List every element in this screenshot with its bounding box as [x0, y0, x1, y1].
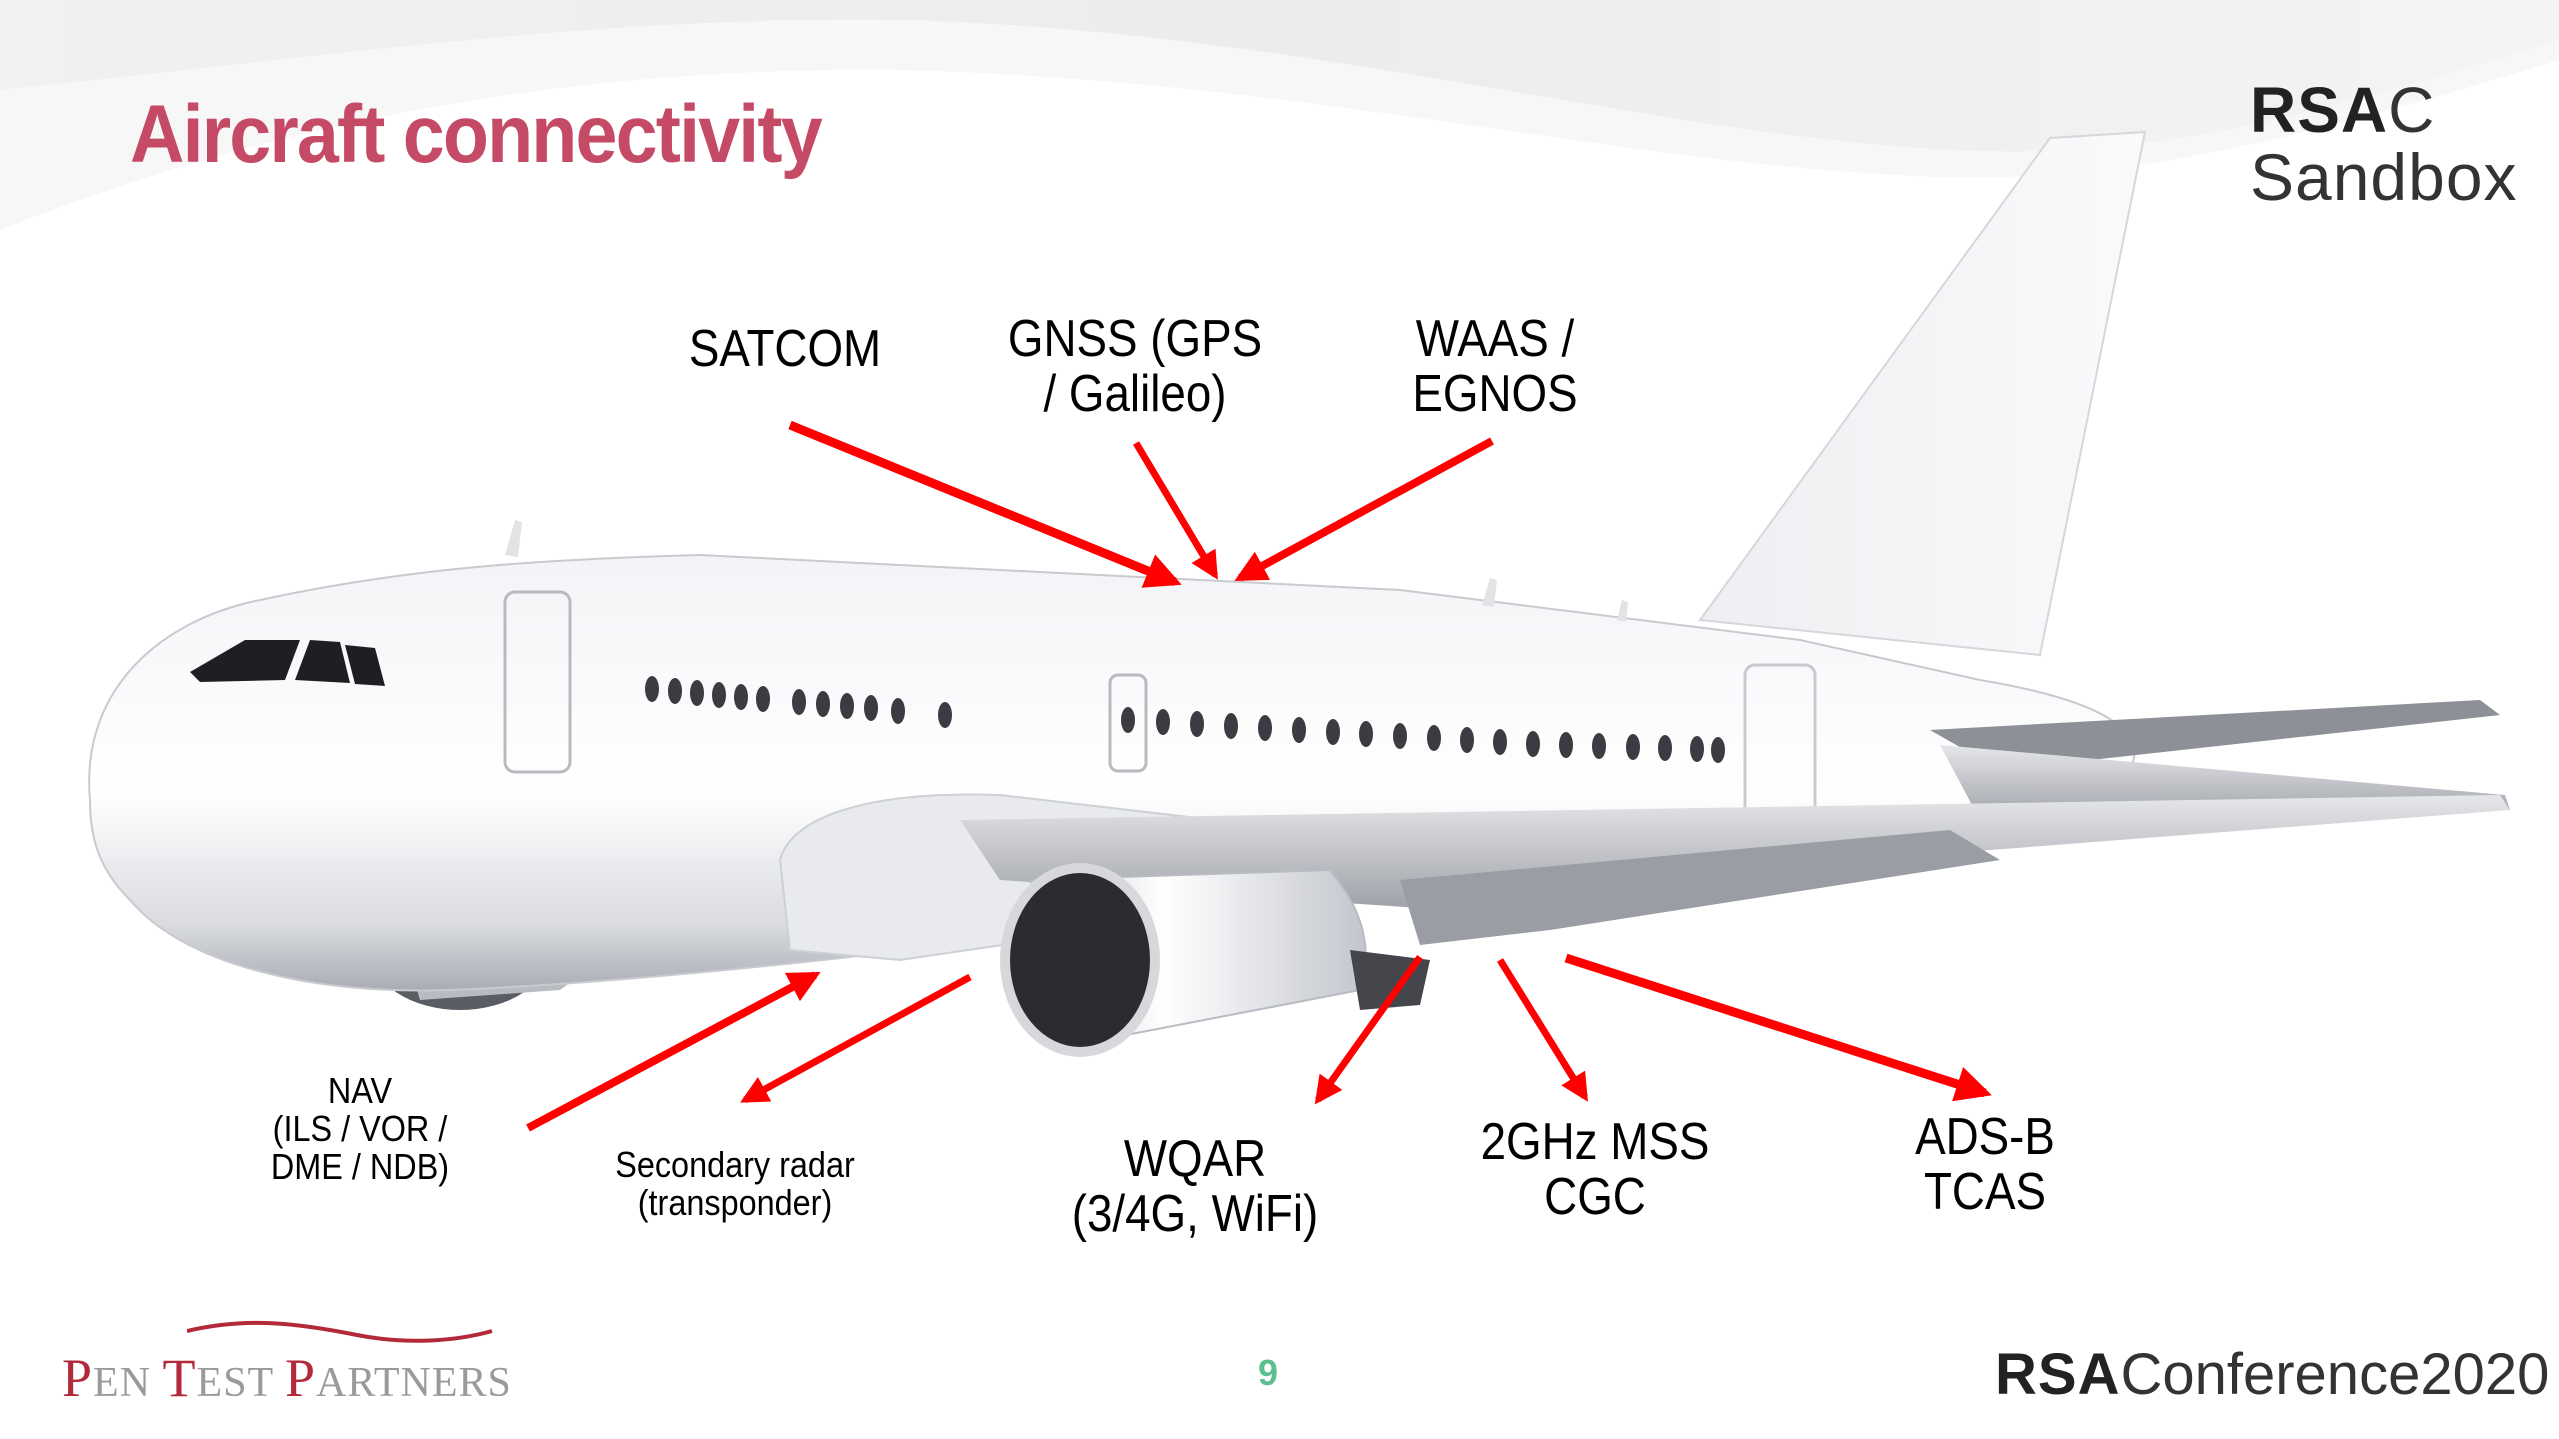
label-satcom: SATCOM: [688, 320, 882, 378]
rsac-sandbox-logo: RSAC Sandbox: [2250, 78, 2518, 212]
label-adsb-tcas: ADS-B TCAS: [1915, 1108, 2055, 1221]
rsac-logo-bold: RSA: [2250, 74, 2389, 146]
rsa-conference-logo: RSAConference2020: [1995, 1346, 2549, 1404]
rsa-bold-text: RSA: [1995, 1342, 2121, 1407]
label-mss-cgc: 2GHz MSS CGC: [1480, 1113, 1710, 1226]
cabin-windows: [645, 676, 1725, 763]
logo-swoosh-icon: [187, 1320, 493, 1343]
pen-test-partners-logo: PEN TEST PARTNERS: [62, 1320, 512, 1409]
sandbox-text: Sandbox: [2250, 140, 2518, 214]
rsac-logo-light: C: [2388, 74, 2436, 146]
page-number: 9: [1258, 1352, 1279, 1393]
label-waas-egnos: WAAS / EGNOS: [1412, 310, 1578, 423]
label-secondary-radar: Secondary radar (transponder): [615, 1144, 855, 1223]
page-title: Aircraft connectivity: [130, 89, 823, 180]
connectivity-arrows: [526, 420, 1992, 1132]
label-nav: NAV (ILS / VOR / DME / NDB): [270, 1070, 450, 1187]
label-wqar: WQAR (3/4G, WiFi): [1071, 1130, 1319, 1243]
label-gnss: GNSS (GPS / Galileo): [1007, 310, 1263, 423]
background-swoosh: [0, 0, 2559, 230]
conference-text: Conference2020: [2120, 1342, 2550, 1407]
